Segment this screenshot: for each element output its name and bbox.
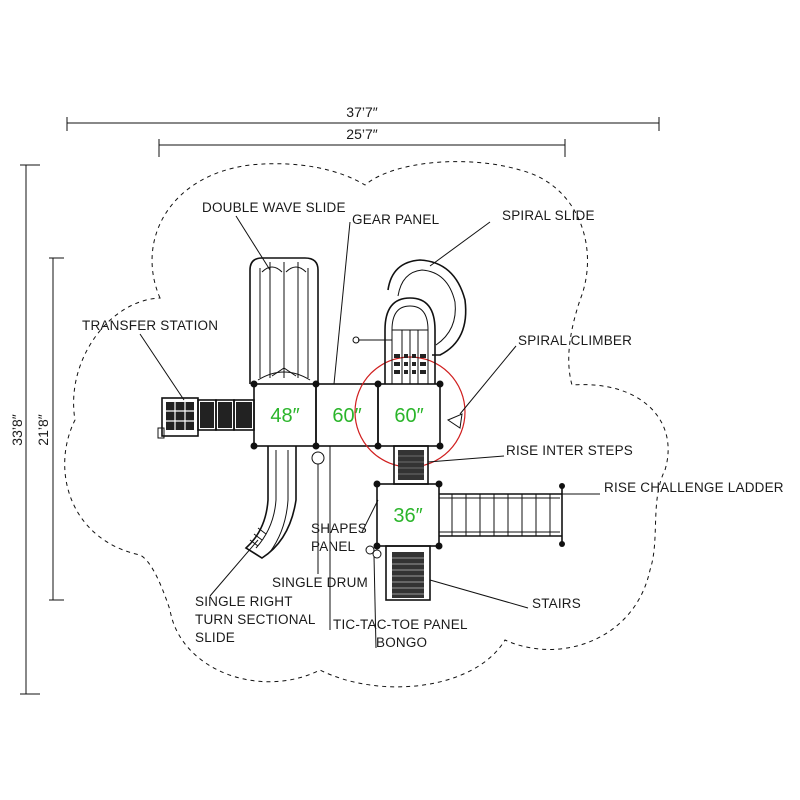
transfer-station bbox=[157, 397, 255, 439]
label-double-wave-slide: DOUBLE WAVE SLIDE bbox=[202, 200, 346, 215]
deck-36-label: 36″ bbox=[393, 505, 422, 527]
label-spiral-climber: SPIRAL CLIMBER bbox=[518, 333, 632, 348]
deck-48-label: 48″ bbox=[270, 405, 299, 427]
label-single-right-line3: SLIDE bbox=[195, 630, 235, 645]
dimension-structure-width: 25’7″ bbox=[158, 126, 566, 157]
label-gear-panel: GEAR PANEL bbox=[352, 212, 440, 227]
dimension-overall-width: 37’7″ bbox=[66, 104, 660, 131]
spiral-climber-marker bbox=[446, 413, 463, 429]
component-labels: DOUBLE WAVE SLIDE GEAR PANEL SPIRAL SLID… bbox=[82, 200, 784, 650]
label-bongo: BONGO bbox=[376, 635, 427, 650]
label-transfer-station: TRANSFER STATION bbox=[82, 318, 218, 333]
deck-posts bbox=[250, 380, 444, 550]
deck-60-a-label: 60″ bbox=[332, 405, 361, 427]
label-tic-tac-toe-panel: TIC-TAC-TOE PANEL bbox=[333, 617, 468, 632]
label-single-right-line1: SINGLE RIGHT bbox=[195, 594, 293, 609]
stairs bbox=[385, 545, 431, 601]
label-shapes-panel-line2: PANEL bbox=[311, 539, 356, 554]
overall-width-label: 37’7″ bbox=[346, 104, 377, 120]
single-drum bbox=[311, 451, 325, 465]
dimension-structure-depth: 21’8″ bbox=[35, 257, 64, 601]
leader-lines bbox=[139, 215, 600, 649]
rise-challenge-ladder bbox=[439, 483, 565, 547]
deck-60-b-label: 60″ bbox=[394, 405, 423, 427]
label-shapes-panel-line1: SHAPES bbox=[311, 521, 367, 536]
overall-depth-label: 33’8″ bbox=[9, 414, 25, 445]
bongo bbox=[365, 545, 382, 559]
structure-depth-label: 21’8″ bbox=[35, 414, 51, 445]
decks: 48″ 60″ 60″ 36″ bbox=[250, 380, 444, 550]
use-zone-outline bbox=[64, 161, 669, 688]
dimension-overall-depth: 33’8″ bbox=[9, 164, 40, 695]
label-rise-inter-steps: RISE INTER STEPS bbox=[506, 443, 633, 458]
spiral-slide bbox=[352, 259, 467, 385]
label-rise-challenge-ladder: RISE CHALLENGE LADDER bbox=[604, 480, 784, 495]
sectional-slide bbox=[244, 446, 297, 559]
label-spiral-slide: SPIRAL SLIDE bbox=[502, 208, 595, 223]
rise-inter-steps bbox=[393, 445, 429, 485]
label-single-right-line2: TURN SECTIONAL bbox=[195, 612, 316, 627]
structure-width-label: 25’7″ bbox=[346, 126, 377, 142]
label-stairs: STAIRS bbox=[532, 596, 581, 611]
label-single-drum: SINGLE DRUM bbox=[272, 575, 368, 590]
double-wave-slide bbox=[249, 257, 319, 384]
